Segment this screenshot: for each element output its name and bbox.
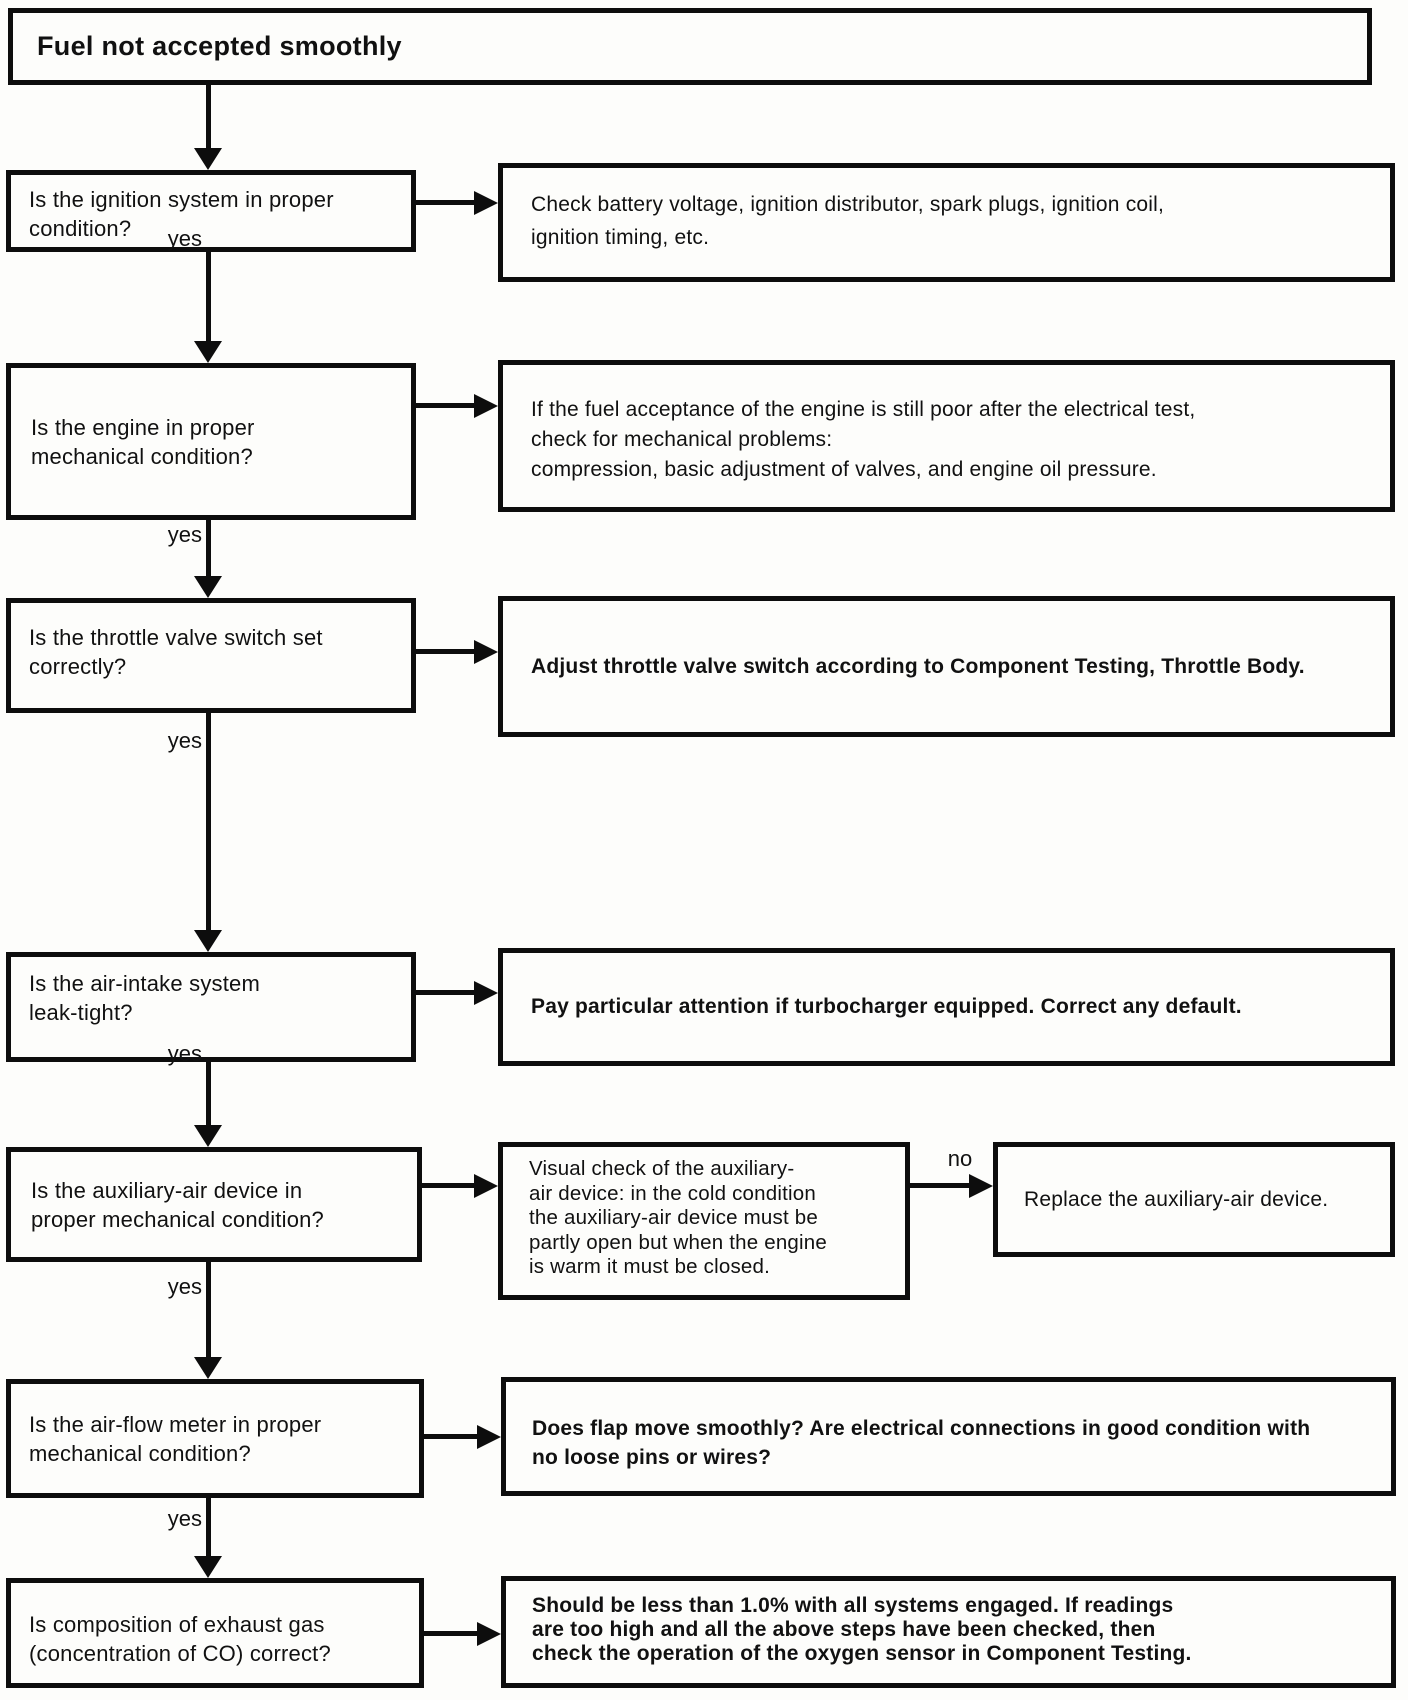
arrow-right-icon xyxy=(969,1174,993,1198)
connector-q1-to-q2 xyxy=(206,248,211,343)
connector-q2-to-q3 xyxy=(206,516,211,578)
question-node-engine: Is the engine in proper mechanical condi… xyxy=(6,363,416,520)
connector-start-to-q1 xyxy=(206,82,211,148)
question-text: Is the auxiliary-air device in proper me… xyxy=(31,1177,324,1232)
connector-no-branch xyxy=(910,1183,973,1188)
connector-q3-to-q4 xyxy=(206,709,211,932)
question-node-air-intake: Is the air-intake system leak-tight? xyxy=(6,952,416,1062)
question-node-exhaust-gas: Is composition of exhaust gas (concentra… xyxy=(6,1578,424,1688)
arrow-down-icon xyxy=(194,576,222,598)
question-node-throttle-switch: Is the throttle valve switch set correct… xyxy=(6,598,416,713)
question-text: Is the air-intake system leak-tight? xyxy=(29,971,260,1025)
connector-q5-to-visual-check xyxy=(422,1183,478,1188)
action-node-adjust-throttle-switch: Adjust throttle valve switch according t… xyxy=(498,596,1395,737)
connector-q5-to-q6 xyxy=(206,1258,211,1359)
yes-label: yes xyxy=(167,1274,202,1299)
arrow-right-icon xyxy=(474,640,498,664)
connector-q1-to-a1 xyxy=(416,200,478,205)
question-node-air-flow-meter: Is the air-flow meter in proper mechanic… xyxy=(6,1379,424,1498)
action-node-flap-check: Does flap move smoothly? Are electrical … xyxy=(501,1377,1396,1496)
yes-label: yes xyxy=(167,522,202,547)
question-text: Is the engine in proper mechanical condi… xyxy=(31,414,255,469)
arrow-down-icon xyxy=(194,341,222,363)
connector-q3-to-a3 xyxy=(416,649,478,654)
question-text: Is the throttle valve switch set correct… xyxy=(29,625,323,679)
question-text: Is the air-flow meter in proper mechanic… xyxy=(29,1412,322,1466)
question-node-auxiliary-air: Is the auxiliary-air device in proper me… xyxy=(6,1147,422,1262)
arrow-down-icon xyxy=(194,148,222,170)
yes-label: yes xyxy=(167,728,202,753)
connector-q6-to-a6 xyxy=(424,1434,481,1439)
action-node-replace-auxiliary-air: Replace the auxiliary-air device. xyxy=(993,1142,1395,1257)
action-text: Visual check of the auxiliary- air devic… xyxy=(529,1157,827,1278)
arrow-right-icon xyxy=(477,1425,501,1449)
action-text: Replace the auxiliary-air device. xyxy=(1024,1187,1329,1211)
yes-label: yes xyxy=(167,1041,202,1066)
action-text: Check battery voltage, ignition distribu… xyxy=(531,193,1165,249)
yes-label: yes xyxy=(167,1506,202,1531)
no-label: no xyxy=(947,1146,973,1171)
arrow-down-icon xyxy=(194,1357,222,1379)
action-text: Adjust throttle valve switch according t… xyxy=(531,654,1305,678)
connector-q2-to-a2 xyxy=(416,403,478,408)
action-node-co-check: Should be less than 1.0% with all system… xyxy=(501,1576,1396,1688)
action-node-visual-check-auxiliary-air: Visual check of the auxiliary- air devic… xyxy=(498,1142,910,1300)
arrow-right-icon xyxy=(474,394,498,418)
action-node-ignition-check: Check battery voltage, ignition distribu… xyxy=(498,163,1395,282)
arrow-right-icon xyxy=(474,1174,498,1198)
question-text: Is composition of exhaust gas (concentra… xyxy=(29,1612,331,1666)
question-node-ignition: Is the ignition system in proper conditi… xyxy=(6,170,416,252)
arrow-right-icon xyxy=(474,981,498,1005)
action-text: If the fuel acceptance of the engine is … xyxy=(531,398,1196,481)
arrow-down-icon xyxy=(194,1556,222,1578)
action-node-mechanical-check: If the fuel acceptance of the engine is … xyxy=(498,360,1395,512)
connector-q4-to-q5 xyxy=(206,1058,211,1127)
connector-q4-to-a4 xyxy=(416,990,478,995)
arrow-down-icon xyxy=(194,930,222,952)
arrow-down-icon xyxy=(194,1125,222,1147)
arrow-right-icon xyxy=(477,1622,501,1646)
connector-q6-to-q7 xyxy=(206,1494,211,1558)
connector-q7-to-a7 xyxy=(424,1631,481,1636)
question-text: Is the ignition system in proper conditi… xyxy=(29,187,334,241)
action-node-turbocharger-attention: Pay particular attention if turbocharger… xyxy=(498,948,1395,1066)
yes-label: yes xyxy=(167,226,202,251)
flowchart-title: Fuel not accepted smoothly xyxy=(37,31,402,61)
start-node: Fuel not accepted smoothly xyxy=(8,8,1372,85)
action-text: Should be less than 1.0% with all system… xyxy=(532,1594,1192,1665)
arrow-right-icon xyxy=(474,191,498,215)
action-text: Pay particular attention if turbocharger… xyxy=(531,995,1242,1018)
action-text: Does flap move smoothly? Are electrical … xyxy=(532,1417,1311,1469)
